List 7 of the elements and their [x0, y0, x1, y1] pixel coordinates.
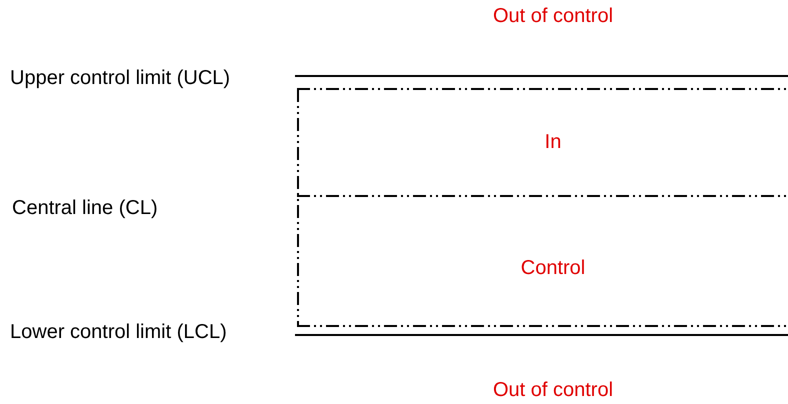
limit-label: Upper control limit (UCL): [10, 66, 230, 90]
zone-label: In: [544, 130, 562, 154]
limit-label: Central line (CL): [12, 196, 158, 220]
zone-label: Out of control: [492, 378, 614, 402]
zone-label: Control: [520, 256, 586, 280]
limit-label: Lower control limit (LCL): [10, 320, 227, 344]
zone-label: Out of control: [492, 4, 614, 28]
